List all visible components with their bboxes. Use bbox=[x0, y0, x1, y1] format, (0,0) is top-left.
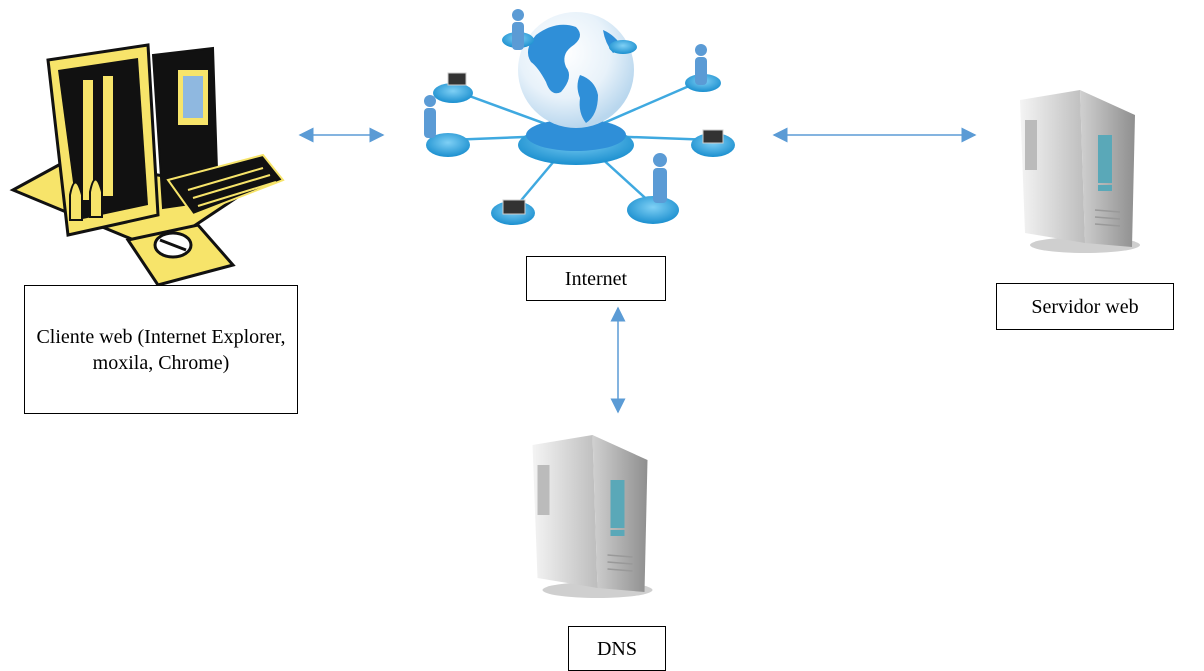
dns-label: DNS bbox=[568, 626, 666, 671]
server-label: Servidor web bbox=[996, 283, 1174, 330]
computer-clipart-icon bbox=[9, 43, 285, 287]
server-tower-icon bbox=[1020, 90, 1140, 253]
globe-network-icon bbox=[424, 9, 735, 225]
client-label: Cliente web (Internet Explorer, moxila, … bbox=[24, 285, 298, 414]
server-tower-icon bbox=[532, 435, 653, 598]
internet-label: Internet bbox=[526, 256, 666, 301]
